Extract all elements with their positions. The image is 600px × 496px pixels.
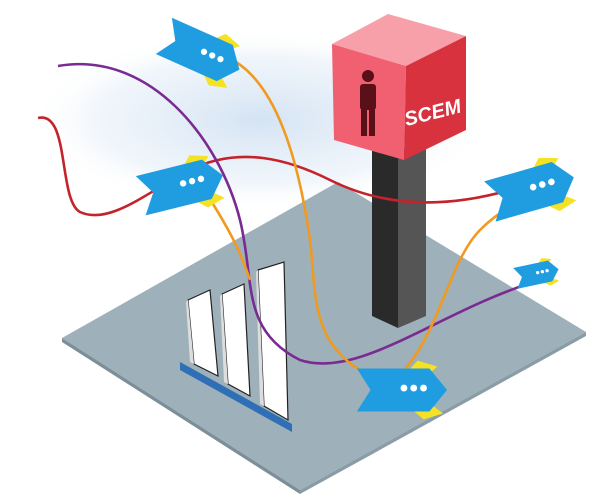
route-purple — [57, 62, 541, 365]
floor-platform — [62, 182, 586, 490]
airplane-icon — [512, 255, 562, 293]
bar-chart-base — [180, 362, 292, 432]
route-orange-1 — [235, 60, 361, 372]
cube-top — [332, 14, 466, 66]
cube-tower-icon: SCEM — [332, 14, 466, 328]
airplane-icon — [481, 150, 582, 229]
floor-platform-edge — [62, 338, 300, 494]
bar-1 — [187, 289, 219, 378]
pillar-front — [372, 140, 398, 328]
pillar-side — [398, 138, 426, 328]
person-icon — [360, 70, 376, 136]
cube-side — [404, 36, 466, 160]
bar-chart-icon — [180, 261, 292, 432]
